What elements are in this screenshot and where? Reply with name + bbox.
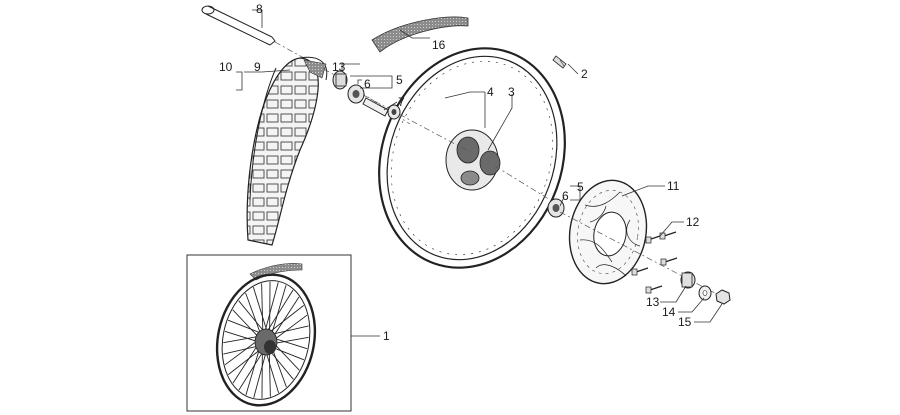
callout-13-right: 13 bbox=[646, 295, 660, 309]
callout-labels: 8 10 9 16 13 6 5 7 4 3 2 5 6 11 12 13 14… bbox=[219, 2, 700, 343]
tyre-part bbox=[246, 56, 328, 246]
hub-part bbox=[445, 129, 501, 191]
valve-screw-part bbox=[552, 55, 567, 69]
callout-5-left: 5 bbox=[396, 73, 403, 87]
callout-8: 8 bbox=[256, 2, 263, 16]
wheel-spoke bbox=[238, 300, 267, 335]
right-axle-centerline bbox=[559, 211, 729, 301]
callout-3: 3 bbox=[508, 85, 515, 99]
callout-9: 9 bbox=[254, 60, 261, 74]
hub-centerline-right bbox=[494, 165, 561, 207]
rim-tape-part bbox=[371, 16, 469, 53]
callout-11: 11 bbox=[667, 179, 680, 193]
axle-nut-part bbox=[715, 289, 731, 305]
callout-7: 7 bbox=[398, 95, 405, 109]
callout-12: 12 bbox=[686, 215, 700, 229]
complete-wheel-frame bbox=[186, 254, 352, 412]
wheel-spoke bbox=[252, 287, 269, 335]
rim-part bbox=[378, 47, 566, 269]
bearing-right-part bbox=[547, 198, 565, 218]
complete-wheel-part bbox=[215, 263, 317, 407]
wheel-spoke bbox=[270, 296, 300, 341]
callout-4: 4 bbox=[487, 85, 494, 99]
callout-10: 10 bbox=[219, 60, 233, 74]
spacer-tube-part bbox=[362, 97, 389, 117]
axle-part bbox=[201, 5, 276, 46]
callout-15: 15 bbox=[678, 315, 692, 329]
washer-part bbox=[698, 285, 712, 301]
callout-6-left: 6 bbox=[364, 77, 371, 91]
spacer-right-part bbox=[680, 271, 696, 289]
callout-2: 2 bbox=[581, 67, 588, 81]
callout-1: 1 bbox=[383, 329, 390, 343]
leader-lines bbox=[236, 9, 723, 337]
bearing-small-part bbox=[387, 104, 401, 120]
seal-left-part bbox=[347, 84, 365, 104]
callout-5-right: 5 bbox=[577, 180, 584, 194]
bearing-left-part bbox=[332, 70, 348, 90]
callout-6-right: 6 bbox=[562, 189, 569, 203]
callout-13-left: 13 bbox=[332, 60, 346, 74]
wheel-spoke bbox=[227, 319, 265, 335]
brake-disc-part bbox=[568, 179, 648, 285]
callout-16: 16 bbox=[432, 38, 446, 52]
hub-centerline-left bbox=[349, 87, 471, 153]
callout-14: 14 bbox=[662, 305, 676, 319]
